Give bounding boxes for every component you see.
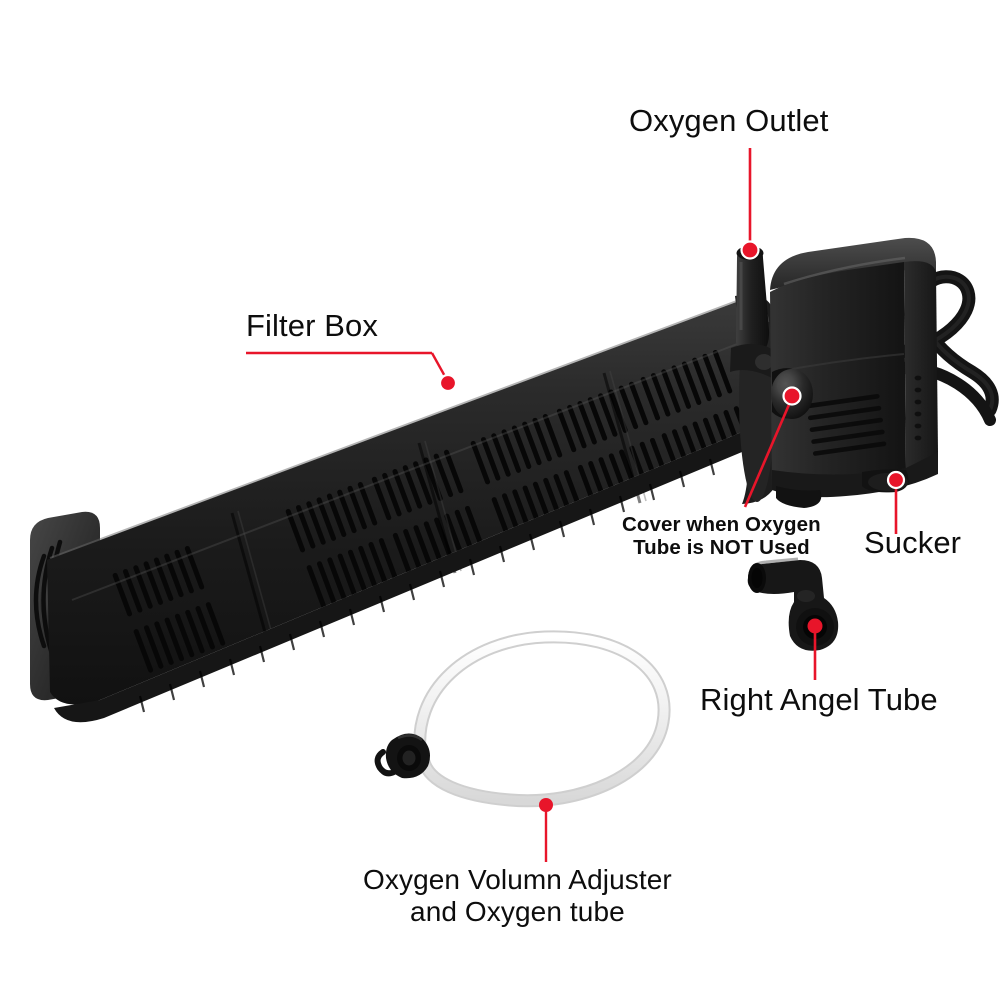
filter-box-illustration	[30, 298, 760, 723]
callout-oxygen-outlet: Oxygen Outlet	[629, 103, 829, 138]
callout-sucker: Sucker	[864, 525, 962, 560]
leader-oxygen-adjuster	[539, 798, 553, 862]
callout-filter-box: Filter Box	[246, 308, 378, 343]
oxygen-tube-illustration	[374, 630, 671, 808]
callout-cover-line-2: Tube is NOT Used	[633, 536, 810, 560]
leader-right-angle-tube	[807, 618, 823, 680]
leader-lines	[246, 148, 906, 862]
leader-cover-knob	[743, 386, 802, 508]
pump-housing-illustration	[770, 237, 938, 508]
callout-cover-line-1: Cover when Oxygen	[622, 513, 821, 536]
right-angle-elbow-illustration	[747, 557, 839, 651]
leader-oxygen-outlet	[740, 148, 760, 260]
leader-sucker	[886, 470, 906, 534]
callout-oxygen-volumn-adjuster: Oxygen Volumn Adjuster and Oxygen tube	[363, 864, 672, 929]
volume-adjuster-illustration	[374, 733, 430, 779]
callout-adjuster-line-1: Oxygen Volumn Adjuster	[363, 864, 672, 895]
callout-adjuster-line-2: and Oxygen tube	[410, 896, 625, 928]
callout-right-angel-tube: Right Angel Tube	[700, 682, 938, 717]
callout-cover-when-oxygen-tube-not-used: Cover when Oxygen Tube is NOT Used	[622, 513, 821, 560]
leader-filter-box	[246, 351, 458, 393]
